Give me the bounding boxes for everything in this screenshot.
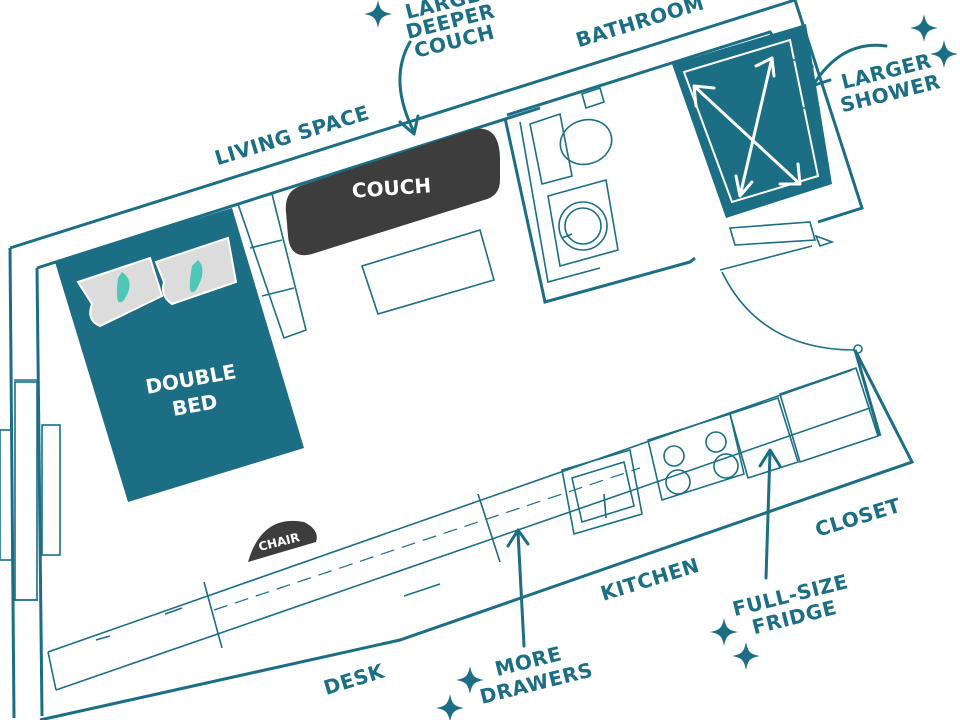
chair: CHAIR xyxy=(248,520,317,562)
sparkle-icon xyxy=(910,14,938,42)
toilet-icon xyxy=(529,86,613,185)
sparkle-icon xyxy=(710,618,738,646)
sink-icon xyxy=(547,178,619,268)
callout-fridge: FULL-SIZE FRIDGE xyxy=(710,448,851,670)
feather-icon xyxy=(116,260,203,303)
sparkle-icon xyxy=(732,642,760,670)
sparkle-icon xyxy=(364,0,392,28)
stove-icon xyxy=(647,412,745,502)
kitchen-counter xyxy=(47,366,880,691)
callout-drawers: MORE DRAWERS xyxy=(436,528,595,720)
sparkle-icon xyxy=(436,694,464,720)
bathroom-area xyxy=(503,24,863,354)
walls xyxy=(0,0,915,720)
callout-shower: LARGER SHOWER xyxy=(810,14,958,117)
sparkle-icon xyxy=(930,40,958,68)
couch: COUCH xyxy=(285,128,500,256)
living-area: COUCH DOUBLE BED CHAIR xyxy=(55,128,500,562)
couch-label: COUCH xyxy=(351,173,432,202)
bathroom-label: BATHROOM xyxy=(573,0,707,52)
desk-label: DESK xyxy=(321,658,388,699)
double-bed: DOUBLE BED xyxy=(55,208,304,502)
closet-label: CLOSET xyxy=(812,493,904,542)
sink-icon xyxy=(561,448,643,536)
shower-arrows-icon xyxy=(672,24,832,218)
kitchen-label: KITCHEN xyxy=(598,553,702,606)
